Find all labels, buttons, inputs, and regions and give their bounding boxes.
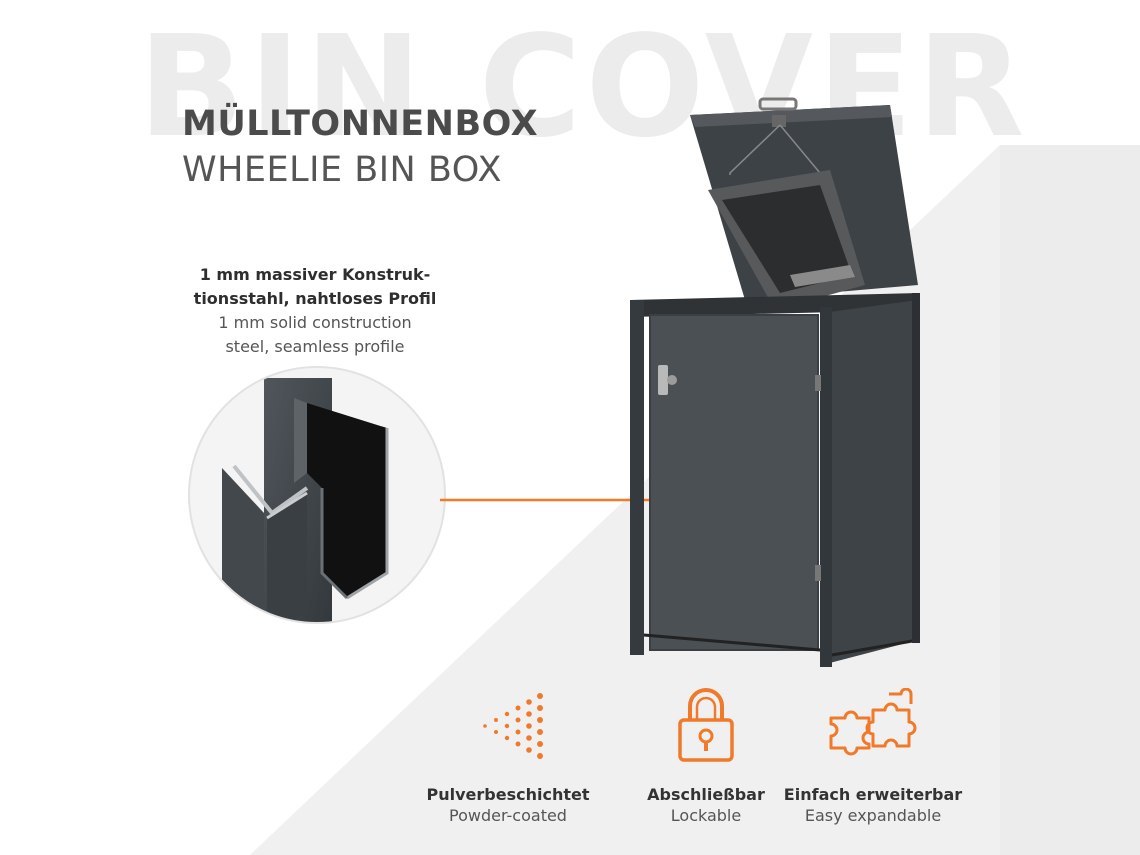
spec-english-line-2: steel, seamless profile [225, 337, 405, 356]
feature-lockable-de: Abschließbar [647, 785, 765, 804]
puzzle-pieces-icon [829, 688, 917, 756]
feature-powder-coated-de: Pulverbeschichtet [426, 785, 590, 804]
bin-box-product-image [630, 97, 920, 667]
spec-german-line-2: tionsstahl, nahtloses Profil [193, 289, 437, 308]
padlock-icon [678, 688, 734, 762]
spec-german-line-1: 1 mm massiver Konstruk- [199, 265, 431, 284]
feature-lockable: Abschließbar Lockable [616, 688, 796, 825]
feature-powder-coated-en: Powder-coated [449, 806, 567, 825]
title-german: MÜLLTONNENBOX [182, 104, 539, 144]
feature-powder-coated: Pulverbeschichtet Powder-coated [418, 688, 598, 825]
feature-expandable-en: Easy expandable [804, 806, 942, 825]
feature-expandable: Einfach erweiterbar Easy expandable [783, 688, 963, 825]
spec-text-block: 1 mm massiver Konstruk- tionsstahl, naht… [170, 263, 460, 359]
feature-lockable-en: Lockable [670, 806, 742, 825]
title-english: WHEELIE BIN BOX [182, 150, 503, 190]
powder-spray-icon [483, 693, 543, 759]
steel-profile-detail-image [188, 366, 446, 624]
feature-expandable-de: Einfach erweiterbar [783, 785, 963, 804]
spec-english-line-1: 1 mm solid construction [218, 313, 412, 332]
